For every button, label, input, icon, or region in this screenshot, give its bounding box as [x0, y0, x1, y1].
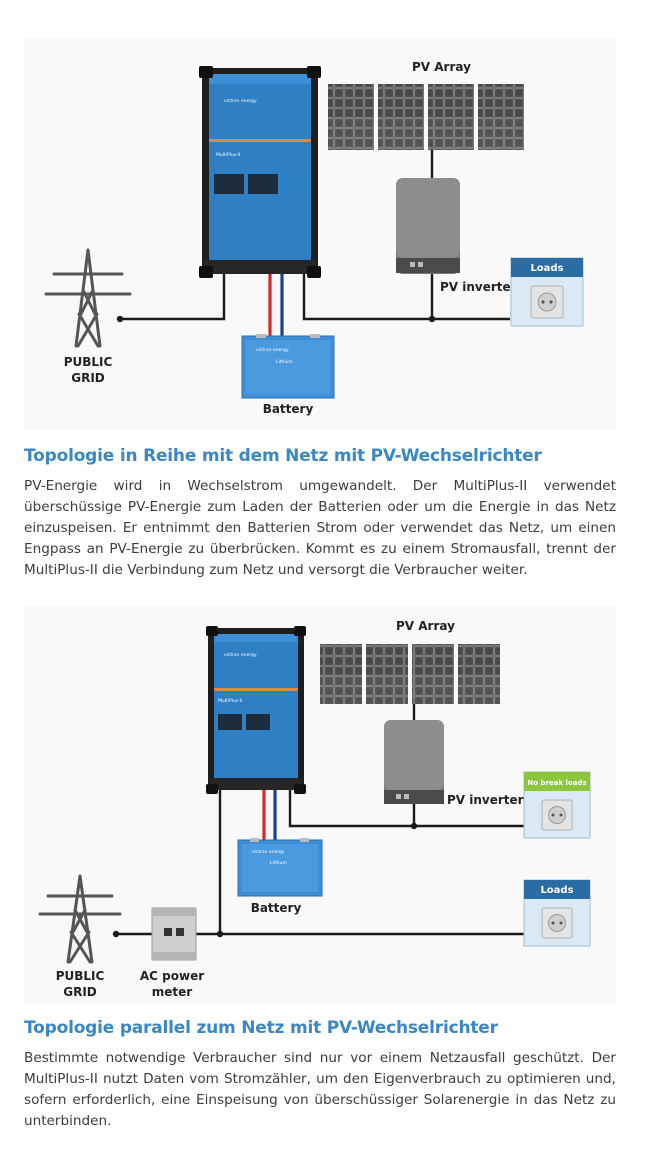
section-text-series: PV-Energie wird in Wechselstrom umgewand…: [24, 478, 616, 578]
power-pylon-icon: [38, 874, 122, 964]
inverter-junction: [428, 315, 436, 323]
public-grid-label-line2: GRID: [63, 985, 97, 999]
inverter-junction: [410, 822, 418, 830]
section-title-series: Topologie in Reihe mit dem Netz mit PV-W…: [24, 446, 542, 466]
pv-array-label: PV Array: [412, 60, 471, 74]
battery-label: Battery: [251, 901, 302, 915]
no-break-loads-box: [523, 771, 591, 839]
no-break-loads-label: No break loads: [527, 779, 586, 787]
loads-label: Loads: [530, 263, 563, 274]
pv-array: [320, 644, 500, 704]
dc-wiring: [262, 788, 277, 840]
ac-power-meter: [151, 907, 197, 961]
public-grid-label-line1: PUBLIC: [56, 969, 105, 983]
topology-parallel-diagram: PV Array PV inverter No break loads Load…: [24, 606, 616, 1004]
multiplus-inverter: [199, 66, 321, 278]
ac-meter-label-line1: AC power: [140, 969, 204, 983]
meter-junction: [216, 930, 224, 938]
pv-array: [328, 84, 524, 150]
ac-meter-label-line2: meter: [152, 985, 193, 999]
public-grid-label-line2: GRID: [71, 371, 105, 385]
battery-brand: victron energy: [256, 347, 289, 353]
pv-inverter: [396, 178, 460, 274]
pv-inverter-label: PV inverter: [447, 793, 524, 807]
pv-inverter: [384, 720, 444, 804]
power-pylon-icon: [44, 248, 132, 348]
ac-wiring: [120, 139, 510, 321]
loads-label: Loads: [540, 885, 573, 896]
inverter-brand: victron energy: [224, 98, 257, 104]
multiplus-inverter: [206, 626, 306, 794]
battery-brand: victron energy: [252, 849, 285, 855]
inverter-model: MultiPlus-II: [218, 698, 242, 704]
pv-inverter-label: PV inverter: [440, 280, 517, 294]
section-text-parallel: Bestimmte notwendige Verbraucher sind nu…: [24, 1050, 616, 1129]
inverter-brand: victron energy: [224, 652, 257, 658]
battery: [241, 334, 335, 399]
dc-wiring: [268, 274, 284, 336]
public-grid-label-line1: PUBLIC: [64, 355, 113, 369]
battery-type: Lithium: [270, 860, 287, 866]
topology-series-diagram: PV Array PV inverter Loads victron energ…: [24, 38, 616, 430]
battery-label: Battery: [263, 402, 314, 416]
grid-junction: [116, 315, 124, 323]
loads-box: [523, 879, 591, 947]
section-title-parallel: Topologie parallel zum Netz mit PV-Wechs…: [24, 1018, 498, 1038]
battery-type: Lithium: [276, 359, 293, 365]
inverter-model: MultiPlus-II: [216, 152, 240, 158]
grid-junction: [112, 930, 120, 938]
battery: [237, 838, 323, 897]
loads-box: [510, 257, 584, 327]
pv-array-label: PV Array: [396, 619, 455, 633]
